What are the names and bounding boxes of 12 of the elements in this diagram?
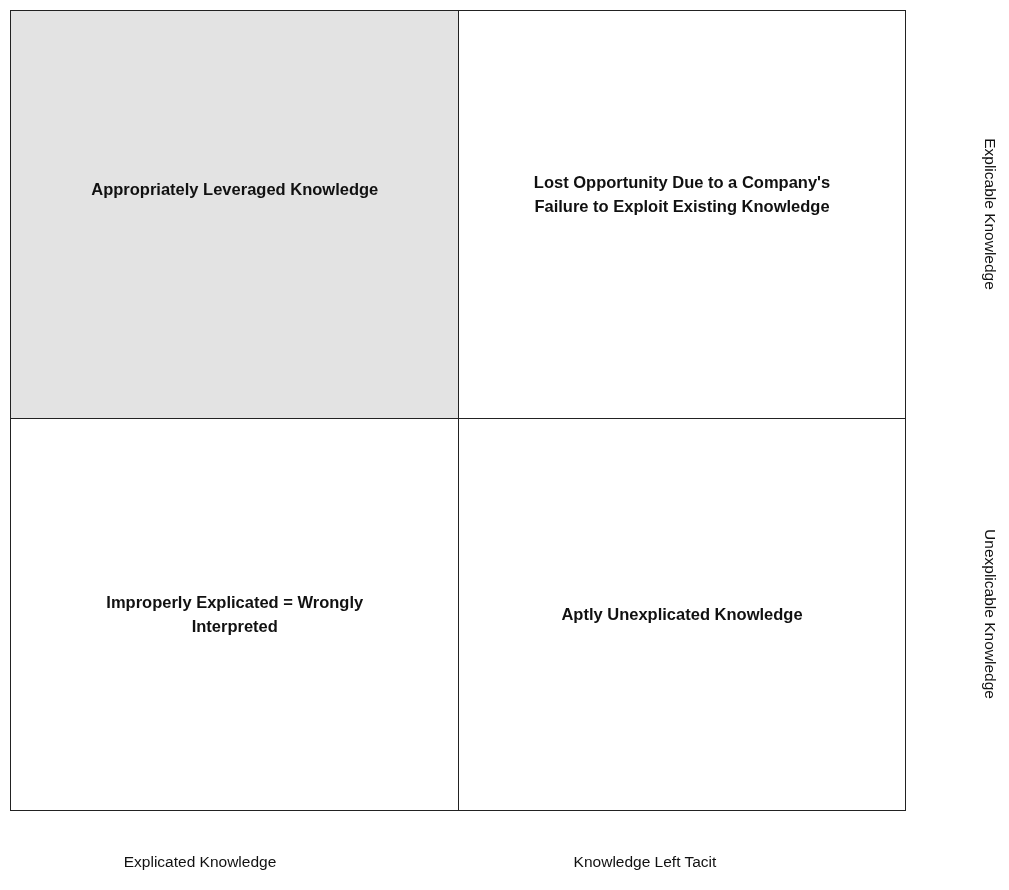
quadrant-cell — [10, 418, 460, 811]
quadrant-cell — [10, 10, 460, 419]
quadrant-text: Aptly Unexplicated Knowledge — [561, 603, 803, 625]
row-axis-label: Unexplicable Knowledge — [981, 529, 999, 699]
quadrant-text: Appropriately Leveraged Knowledge — [91, 178, 379, 200]
column-axis-label: Knowledge Left Tacit — [573, 853, 717, 871]
quadrant-cell — [458, 10, 906, 419]
quadrant-cell — [458, 418, 906, 811]
quadrant-text: Lost Opportunity Due to a Company's Failure to Exploit Existing Knowledge — [532, 172, 832, 217]
row-axis-label: Explicable Knowledge — [981, 138, 999, 290]
quadrant-text: Improperly Explicated = Wrongly Interpreted — [105, 592, 365, 637]
column-axis-label: Explicated Knowledge — [123, 853, 277, 871]
